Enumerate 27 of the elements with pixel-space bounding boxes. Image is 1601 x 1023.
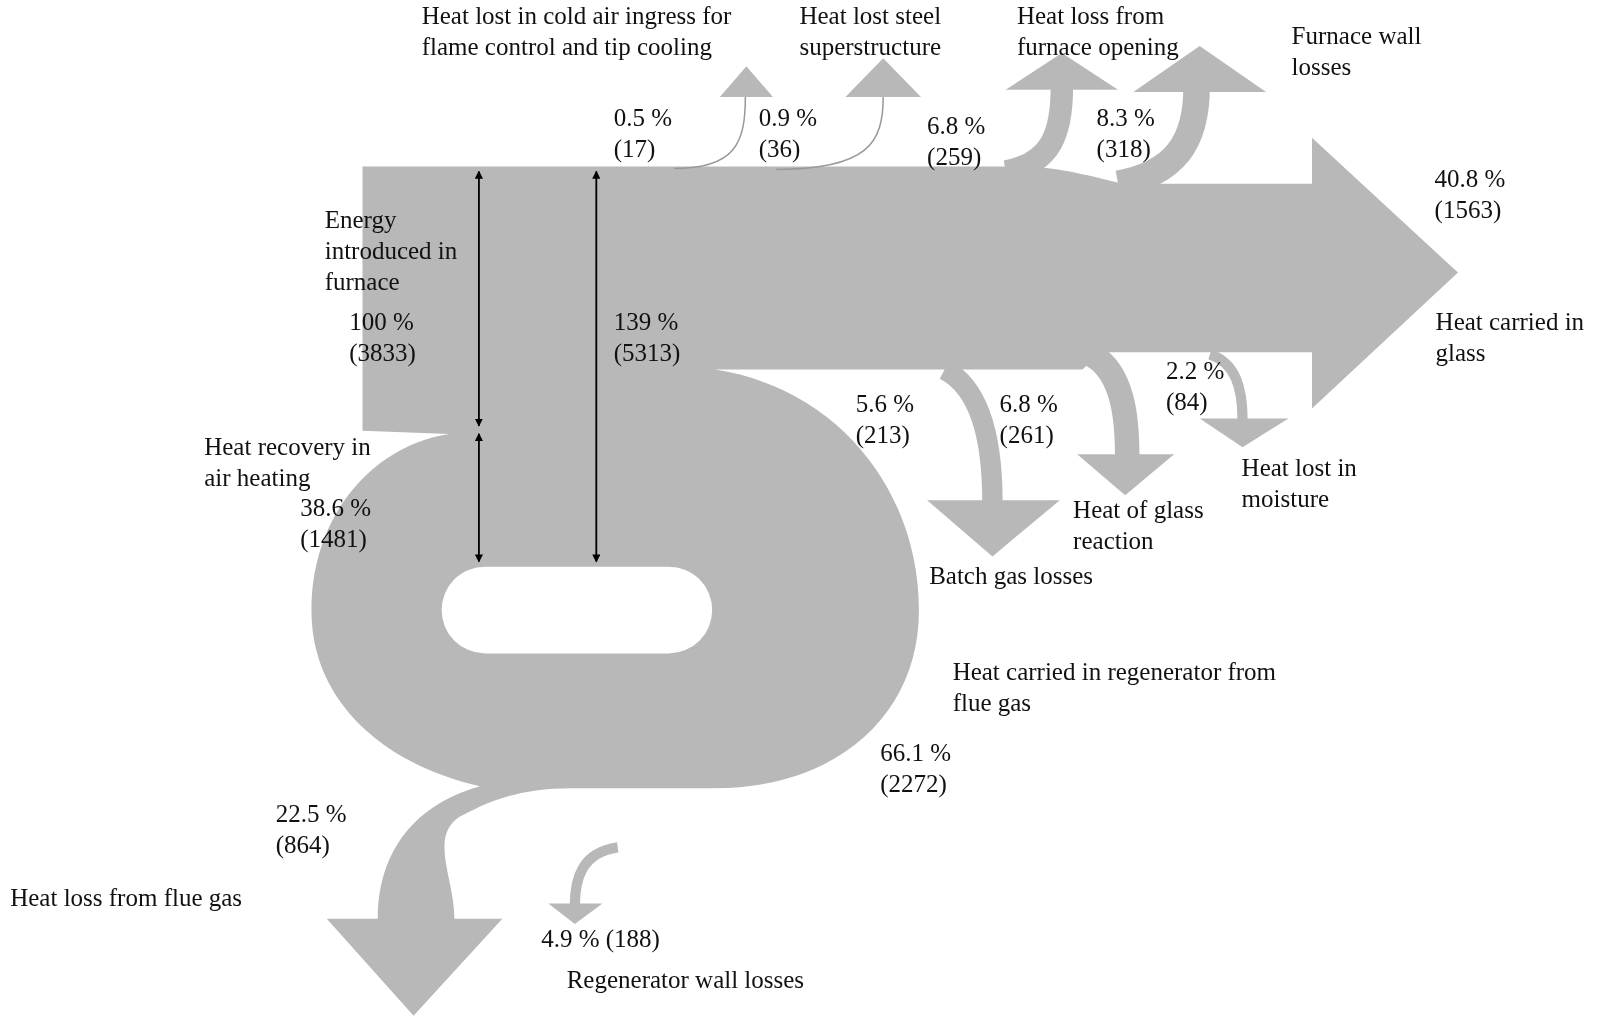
value-label: 0.9 % (36) [758, 103, 818, 165]
flow-label: Heat loss from flue gas [10, 883, 243, 914]
flow-label: Heat carried in glass [1435, 307, 1586, 369]
value-label: 6.8 % (261) [999, 389, 1059, 450]
value-label: 8.3 % (318) [1096, 103, 1156, 165]
value-label: 22.5 % (864) [275, 799, 348, 861]
flow-label: Heat recovery in air heating [204, 431, 372, 493]
flow-label: Regenerator wall losses [566, 964, 805, 995]
value-label: 38.6 % (1481) [300, 493, 372, 555]
flow-label: Heat lost in moisture [1241, 453, 1358, 515]
value-label: 66.1 % (2272) [880, 738, 952, 800]
value-label: 4.9 % (188) [541, 924, 660, 954]
value-label: 0.5 % (17) [613, 103, 673, 165]
flow-label: Furnace wall losses [1291, 21, 1423, 83]
flow-label: Energy introduced in furnace [324, 205, 459, 298]
value-label: 5.6 % (213) [855, 389, 915, 450]
flow-label: Batch gas losses [929, 560, 1093, 591]
flow-label: Heat lost in cold air ingress for flame control and tip cooling [421, 1, 733, 62]
value-label: 139 % (5313) [613, 307, 682, 369]
flow-label: Heat carried in regenerator from flue gas [952, 656, 1278, 718]
flow-label: Heat of glass reaction [1073, 495, 1205, 557]
value-label: 2.2 % (84) [1166, 356, 1226, 418]
value-label: 40.8 % (1563) [1434, 164, 1507, 226]
value-label: 100 % (3833) [349, 307, 417, 369]
flow-label: Heat lost steel superstructure [799, 1, 943, 62]
flow-label: Heat loss from furnace opening [1016, 1, 1180, 62]
value-label: 6.8 % (259) [927, 111, 987, 173]
